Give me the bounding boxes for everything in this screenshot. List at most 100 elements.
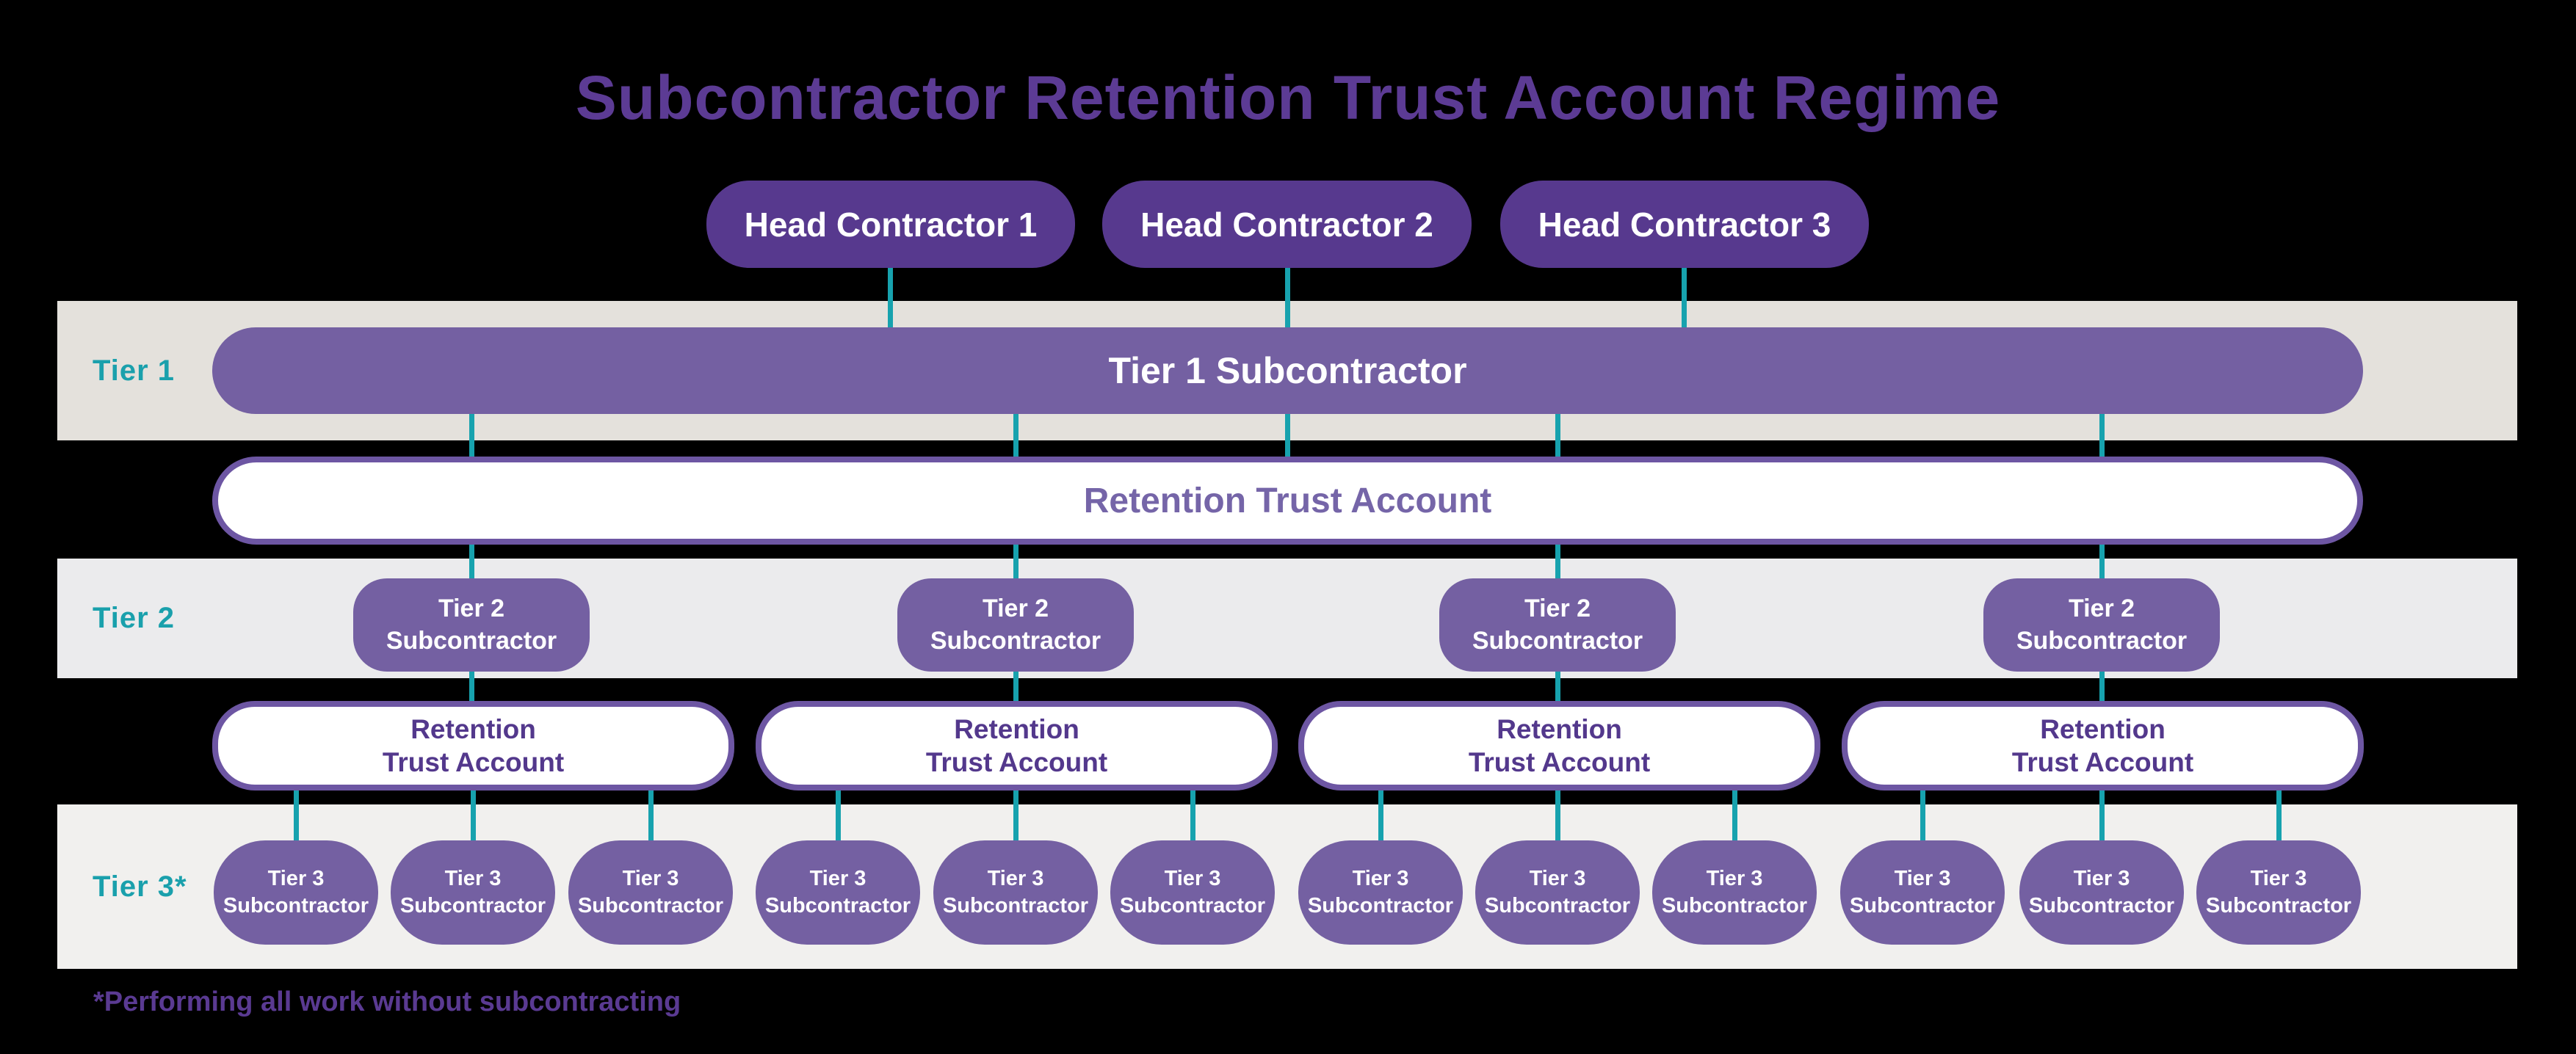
head-contractor-2-label: Head Contractor 2 — [1140, 205, 1433, 244]
tier2-pill-line1: Tier 2 — [2068, 594, 2135, 622]
tier2-pill-line2: Subcontractor — [386, 626, 557, 655]
connector-line — [888, 266, 893, 333]
rta-box-line1: Retention — [1497, 713, 1622, 744]
tier3-pill-line1: Tier 3 — [1894, 866, 1951, 890]
tier2-pill-line2: Subcontractor — [2016, 626, 2188, 655]
rta-box-line2: Trust Account — [1468, 747, 1651, 777]
tier2-pill-line2: Subcontractor — [1472, 626, 1643, 655]
tier3-pill-line2: Subcontractor — [222, 894, 369, 917]
connector-line — [2099, 668, 2105, 708]
tier3-pill-line2: Subcontractor — [942, 894, 1089, 917]
tier3-pill: Tier 3 Subcontractor — [933, 840, 1098, 945]
rta-box-line2: Trust Account — [2011, 747, 2194, 777]
connector-line — [294, 787, 299, 846]
tier1-band-label: Tier 1 — [93, 354, 175, 387]
retention-trust-account-label: Retention Trust Account — [1083, 481, 1492, 520]
tier3-pill-line2: Subcontractor — [2028, 894, 2175, 917]
tier3-pill: Tier 3 Subcontractor — [568, 840, 733, 945]
connector-line — [2099, 540, 2105, 583]
tier3-pill: Tier 3 Subcontractor — [1110, 840, 1275, 945]
tier2-pill-line1: Tier 2 — [1524, 594, 1591, 622]
head-contractor-1-pill: Head Contractor 1 — [706, 181, 1075, 268]
tier3-pill: Tier 3 Subcontractor — [1840, 840, 2005, 945]
retention-trust-account-box: Retention Trust Account — [212, 701, 734, 790]
connector-line — [2099, 408, 2105, 462]
connector-line — [1013, 540, 1019, 583]
tier3-pill-line1: Tier 3 — [622, 866, 679, 890]
tier3-pill-line2: Subcontractor — [2205, 894, 2352, 917]
head-contractor-3-label: Head Contractor 3 — [1538, 205, 1831, 244]
tier3-pill-line2: Subcontractor — [577, 894, 724, 917]
connector-line — [2099, 787, 2105, 846]
connector-line — [1285, 266, 1290, 333]
tier3-pill-line1: Tier 3 — [1706, 866, 1763, 890]
tier3-pill-line1: Tier 3 — [1529, 866, 1586, 890]
connector-line — [469, 408, 474, 462]
footnote: *Performing all work without subcontract… — [93, 986, 681, 1017]
retention-trust-account-bar: Retention Trust Account — [212, 457, 2363, 545]
retention-trust-account-box: Retention Trust Account — [1298, 701, 1820, 790]
connector-line — [1682, 266, 1687, 333]
tier3-pill-line2: Subcontractor — [1849, 894, 1996, 917]
tier1-subcontractor-label: Tier 1 Subcontractor — [1108, 350, 1467, 391]
tier3-pill: Tier 3 Subcontractor — [2019, 840, 2184, 945]
connector-line — [1555, 668, 1560, 708]
connector-line — [1378, 787, 1383, 846]
tier3-pill: Tier 3 Subcontractor — [1298, 840, 1463, 945]
tier2-band-label: Tier 2 — [93, 602, 175, 634]
tier3-pill-line2: Subcontractor — [1307, 894, 1454, 917]
tier3-pill: Tier 3 Subcontractor — [756, 840, 920, 945]
head-contractor-1-label: Head Contractor 1 — [744, 205, 1038, 244]
tier2-pill: Tier 2 Subcontractor — [1439, 578, 1676, 672]
tier2-pill-line1: Tier 2 — [982, 594, 1049, 622]
connector-line — [2276, 787, 2282, 846]
connector-line — [1190, 787, 1195, 846]
tier3-pill-line2: Subcontractor — [399, 894, 546, 917]
head-contractor-2-pill: Head Contractor 2 — [1102, 181, 1472, 268]
tier3-pill: Tier 3 Subcontractor — [1475, 840, 1640, 945]
connector-line — [469, 668, 474, 708]
tier2-pill: Tier 2 Subcontractor — [353, 578, 590, 672]
tier3-pill-line1: Tier 3 — [987, 866, 1044, 890]
tier2-pill-line1: Tier 2 — [438, 594, 505, 622]
tier3-pill-line1: Tier 3 — [809, 866, 866, 890]
tier3-pill: Tier 3 Subcontractor — [1652, 840, 1817, 945]
tier2-pill-line2: Subcontractor — [930, 626, 1101, 655]
connector-line — [469, 540, 474, 583]
retention-trust-account-box: Retention Trust Account — [756, 701, 1278, 790]
tier3-pill: Tier 3 Subcontractor — [2196, 840, 2361, 945]
tier1-subcontractor-bar: Tier 1 Subcontractor — [212, 327, 2363, 414]
connector-line — [1285, 408, 1290, 462]
tier3-pill-line2: Subcontractor — [1119, 894, 1266, 917]
tier3-pill-line2: Subcontractor — [764, 894, 911, 917]
tier2-pill: Tier 2 Subcontractor — [897, 578, 1134, 672]
rta-box-line1: Retention — [2040, 713, 2166, 744]
rta-box-line1: Retention — [410, 713, 536, 744]
tier3-pill-line1: Tier 3 — [267, 866, 325, 890]
tier3-pill: Tier 3 Subcontractor — [214, 840, 378, 945]
connector-line — [1013, 787, 1019, 846]
tier3-pill-line1: Tier 3 — [2073, 866, 2130, 890]
tier3-pill-line1: Tier 3 — [1164, 866, 1221, 890]
connector-line — [1920, 787, 1925, 846]
retention-trust-account-box: Retention Trust Account — [1842, 701, 2364, 790]
rta-box-line2: Trust Account — [382, 747, 565, 777]
tier3-pill-line1: Tier 3 — [444, 866, 502, 890]
tier3-band-label: Tier 3* — [93, 870, 187, 903]
connector-line — [1555, 408, 1560, 462]
connector-line — [1732, 787, 1737, 846]
tier3-pill: Tier 3 Subcontractor — [391, 840, 555, 945]
rta-box-line1: Retention — [954, 713, 1079, 744]
connector-line — [836, 787, 841, 846]
connector-line — [1555, 787, 1560, 846]
rta-box-line2: Trust Account — [925, 747, 1108, 777]
tier3-pill-line2: Subcontractor — [1484, 894, 1631, 917]
tier2-pill: Tier 2 Subcontractor — [1983, 578, 2220, 672]
tier3-pill-line2: Subcontractor — [1661, 894, 1808, 917]
head-contractor-3-pill: Head Contractor 3 — [1500, 181, 1869, 268]
connector-line — [1013, 408, 1019, 462]
connector-line — [1013, 668, 1019, 708]
connector-line — [471, 787, 476, 846]
connector-line — [1555, 540, 1560, 583]
